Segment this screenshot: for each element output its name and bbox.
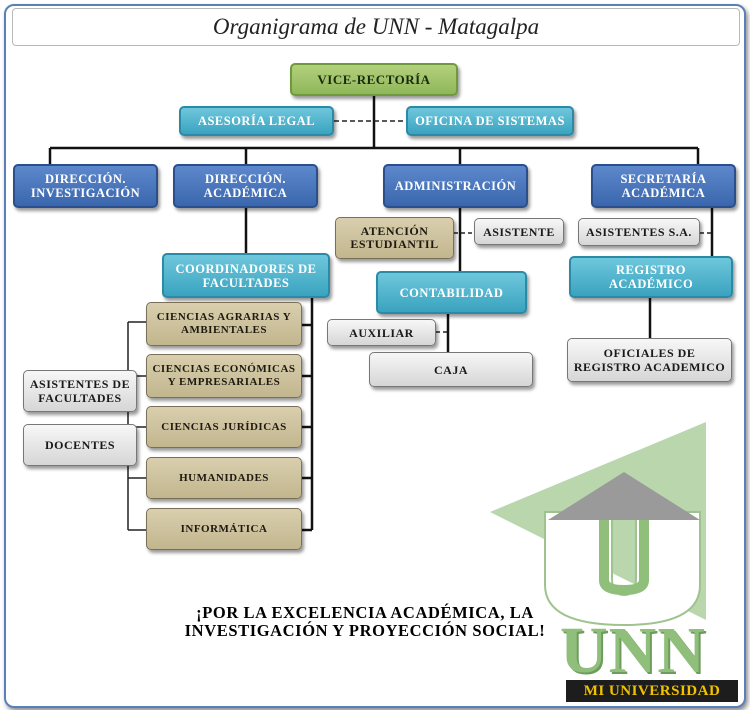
node-vice-rectoria: VICE-RECTORÍA — [290, 63, 458, 96]
node-oficina-sistemas: OFICINA DE SISTEMAS — [406, 106, 574, 136]
node-facultad-economicas: CIENCIAS ECONÓMICAS Y EMPRESARIALES — [146, 354, 302, 398]
node-oficiales-registro: OFICIALES DE REGISTRO ACADEMICO — [567, 338, 732, 382]
logo-text: UNN — [560, 614, 706, 687]
node-registro-academico: REGISTRO ACADÉMICO — [569, 256, 733, 298]
node-secretaria-academica: SECRETARÍA ACADÉMICA — [591, 164, 736, 208]
node-auxiliar: AUXILIAR — [327, 319, 436, 346]
node-facultad-informatica: INFORMÁTICA — [146, 508, 302, 550]
logo-badge: MI UNIVERSIDAD — [566, 680, 738, 702]
node-coordinadores: COORDINADORES DE FACULTADES — [162, 253, 330, 298]
node-facultad-agrarias: CIENCIAS AGRARIAS Y AMBIENTALES — [146, 302, 302, 346]
node-asistente: ASISTENTE — [474, 218, 564, 245]
node-caja: CAJA — [369, 352, 533, 387]
node-contabilidad: CONTABILIDAD — [376, 271, 527, 314]
node-docentes: DOCENTES — [23, 424, 137, 466]
chart-title: Organigrama de UNN - Matagalpa — [212, 14, 540, 39]
node-atencion-estudiantil: ATENCIÓN ESTUDIANTIL — [335, 217, 454, 259]
node-direccion-academica: DIRECCIÓN. ACADÉMICA — [173, 164, 318, 208]
title-box: Organigrama de UNN - Matagalpa — [12, 8, 740, 46]
node-asistentes-facultades: ASISTENTES DE FACULTADES — [23, 370, 137, 412]
node-administracion: ADMINISTRACIÓN — [383, 164, 528, 208]
node-facultad-humanidades: HUMANIDADES — [146, 457, 302, 499]
node-asistentes-sa: ASISTENTES S.A. — [578, 218, 700, 246]
node-direccion-investigacion: DIRECCIÓN. INVESTIGACIÓN — [13, 164, 158, 208]
node-facultad-juridicas: CIENCIAS JURÍDICAS — [146, 406, 302, 448]
node-asesoria-legal: ASESORÍA LEGAL — [179, 106, 334, 136]
slogan-text: ¡POR LA EXCELENCIA ACADÉMICA, LA INVESTI… — [184, 603, 546, 640]
